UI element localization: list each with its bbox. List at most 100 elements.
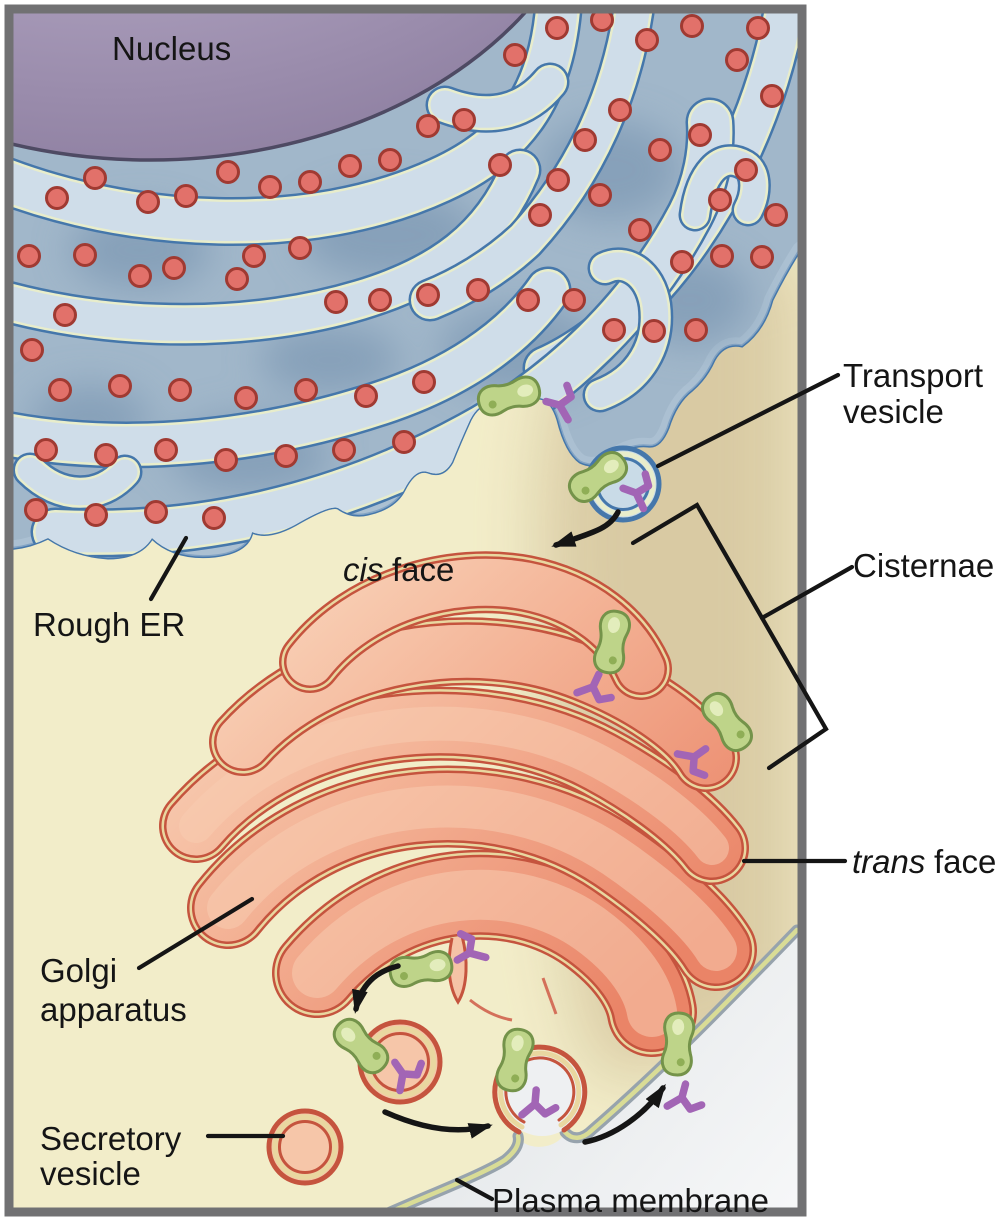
ribosome-dot [710, 244, 734, 268]
ribosome-dot [545, 16, 569, 40]
ribosome-dot [83, 166, 107, 190]
ribosome-dot [324, 290, 348, 314]
ribosome-dot [608, 98, 632, 122]
ribosome-dot [225, 267, 249, 291]
protein-icon [659, 1010, 697, 1078]
label-rough-er: Rough ER [33, 606, 185, 643]
ribosome-dot [298, 170, 322, 194]
extracellular-space [397, 929, 798, 1209]
ribosome-dot [688, 123, 712, 147]
ribosome-dot [588, 183, 612, 207]
ribosomes [17, 13, 788, 530]
ribosome-dot [234, 386, 258, 410]
ribosome-dot [734, 158, 758, 182]
arrow-exocytosis [582, 1083, 666, 1145]
ribosome-dot [48, 378, 72, 402]
ribosome-dot [746, 16, 770, 40]
ribosome-dot [154, 438, 178, 462]
arrow-golgi-to-vesicle [352, 963, 401, 1014]
ribosome-dot [750, 245, 774, 269]
arrow-er-to-golgi [551, 509, 621, 548]
ribosome-dot [20, 338, 44, 362]
ribosome-dot [162, 256, 186, 280]
ribosome-dot [642, 319, 666, 343]
leader-cisternae [759, 564, 855, 621]
ribosome-dot [503, 43, 527, 67]
ribosome-dot [202, 506, 226, 530]
label-transport-vesicle-line1: Transport [843, 357, 983, 394]
ribosome-dot [466, 278, 490, 302]
ribosome-dot [294, 378, 318, 402]
ribosome-dot [174, 184, 198, 208]
label-secretory-line2: vesicle [40, 1155, 141, 1192]
ribosome-dot [416, 114, 440, 138]
ribosome-dot [573, 128, 597, 152]
ribosome-dot [108, 374, 132, 398]
pathway-arrows [352, 509, 666, 1145]
ribosome-dot [528, 203, 552, 227]
leader-rough-er [148, 535, 189, 602]
ribosome-dot [354, 384, 378, 408]
leader-golgi [136, 896, 255, 971]
ribosome-dot [94, 443, 118, 467]
ribosome-dot [392, 430, 416, 454]
ribosome-dot [214, 448, 238, 472]
ribosome-dot [168, 378, 192, 402]
ribosome-dot [144, 500, 168, 524]
ribosome-dot [332, 438, 356, 462]
annotation-lines [136, 372, 855, 1202]
secretory-vesicle-labeled [266, 1108, 344, 1186]
ribosome-dot [242, 244, 266, 268]
ribosome-dot [17, 244, 41, 268]
label-plasma-membrane: Plasma membrane [492, 1182, 769, 1219]
ribosome-dot [416, 283, 440, 307]
ribosome-dot [590, 13, 614, 32]
label-cisternae: Cisternae [853, 547, 994, 584]
ribosome-dot [648, 138, 672, 162]
label-golgi-line1: Golgi [40, 952, 117, 989]
ribosome-dot [764, 203, 788, 227]
ribosome-dot [562, 288, 586, 312]
golgi-crease-detail [469, 977, 558, 1022]
label-golgi-line2: apparatus [40, 991, 187, 1028]
ribosome-dot [368, 288, 392, 312]
ribosome-dot [53, 303, 77, 327]
ribosome-dot [84, 503, 108, 527]
label-secretory-line1: Secretory [40, 1120, 182, 1157]
label-nucleus: Nucleus [112, 30, 231, 67]
ribosome-dot [635, 28, 659, 52]
ribosome-dot [684, 318, 708, 342]
ribosome-dot [338, 154, 362, 178]
ribosome-dot [73, 243, 97, 267]
ribosome-dot [670, 250, 694, 274]
ribosome-dot [288, 236, 312, 260]
leader-plasma-membrane [454, 1177, 495, 1202]
ribosome-dot [680, 14, 704, 38]
ribosome-dot [516, 288, 540, 312]
nucleus-shape [13, 13, 527, 162]
rough-er [13, 13, 798, 560]
ribosome-dot [34, 438, 58, 462]
ribosome-dot [725, 48, 749, 72]
ribosome-dot [128, 264, 152, 288]
ribosome-dot [412, 370, 436, 394]
ribosome-dot [24, 498, 48, 522]
ribosome-dot [602, 318, 626, 342]
arrow-vesicle-to-membrane [382, 1109, 493, 1139]
leader-transport-vesicle [655, 372, 841, 469]
ribosome-dot [546, 168, 570, 192]
ribosome-dot [452, 108, 476, 132]
ribosome-dot [760, 84, 784, 108]
label-transport-vesicle-line2: vesicle [843, 393, 944, 430]
ribosome-dot [258, 175, 282, 199]
ribosome-dot [708, 188, 732, 212]
ribosome-dot [136, 190, 160, 214]
ribosome-dot [628, 218, 652, 242]
panel-border [4, 4, 807, 1217]
ribosome-dot [274, 444, 298, 468]
ribosome-dot [216, 160, 240, 184]
